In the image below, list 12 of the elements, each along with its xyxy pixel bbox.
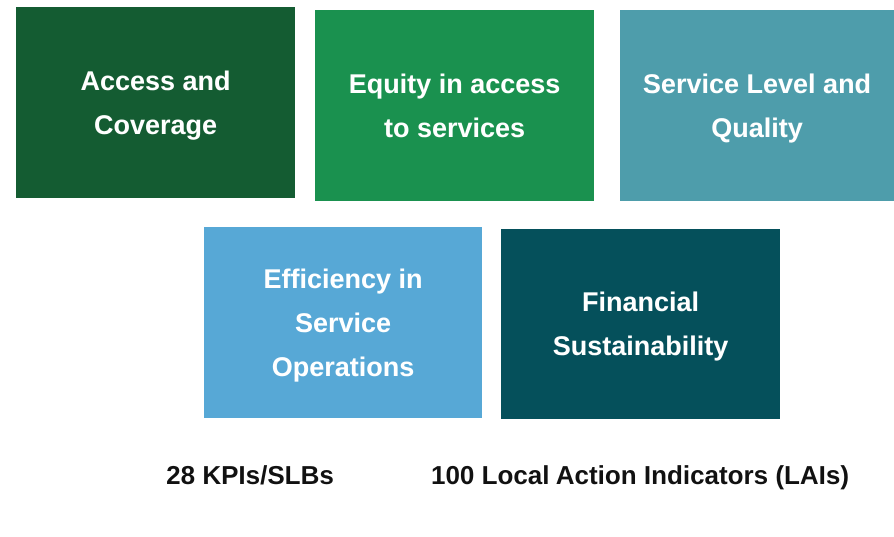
category-title: Access and Coverage <box>79 64 232 142</box>
category-box <box>204 227 482 418</box>
category-box <box>501 229 780 419</box>
indicator-count-label: 28 KPIs/SLBs <box>165 459 335 492</box>
category-title: Equity in access to services <box>348 68 562 144</box>
category-box <box>620 10 894 201</box>
category-box <box>315 10 594 201</box>
category-box <box>16 7 295 198</box>
category-title: Service Level and Quality <box>642 68 872 145</box>
indicator-count-label: 100 Local Action Indicators (LAIs) <box>430 459 850 492</box>
category-title: Efficiency in Service Operations <box>262 262 424 384</box>
category-title: Financial Sustainability <box>552 286 730 363</box>
